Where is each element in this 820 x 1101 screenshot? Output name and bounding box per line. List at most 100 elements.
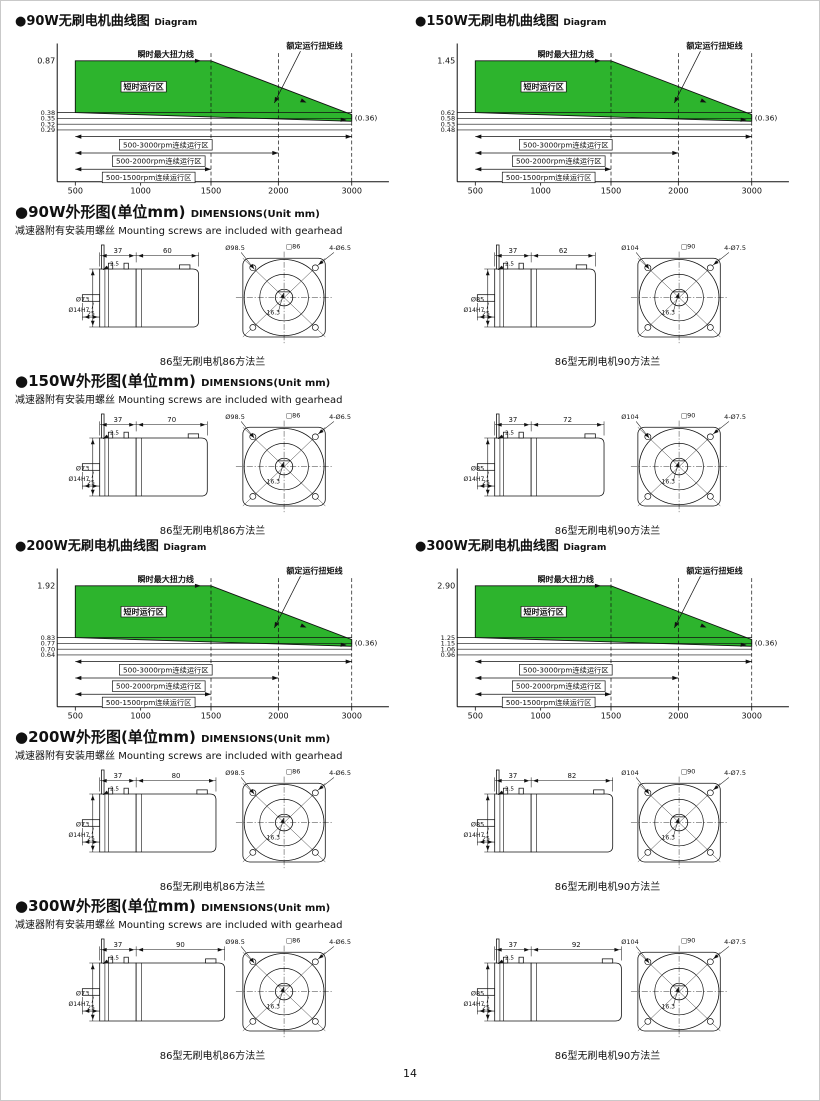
x-tick-label: 3000 <box>741 711 761 720</box>
rated-torque-line-label: 额定运行扭矩线 <box>686 41 742 51</box>
end-torque-label: (0.36) <box>355 113 378 122</box>
dim-pilot-circle-diameter: Ø104 <box>621 769 639 777</box>
drawing-caption: 86型无刷电机86方法兰 <box>159 526 266 537</box>
x-tick-label: 1500 <box>201 711 221 720</box>
short-time-region <box>474 585 753 647</box>
zone-label: 500-1500rpm连续运行区 <box>106 698 191 707</box>
rated-torque-line-label: 额定运行扭矩线 <box>286 566 342 576</box>
drawing-caption: 86型无刷电机90方法兰 <box>554 1051 661 1062</box>
page-number: 14 <box>403 1067 417 1080</box>
dim-motor-length: 90 <box>176 941 185 949</box>
dim-shaft-length: 25 <box>87 480 95 487</box>
short-time-region <box>474 60 753 122</box>
x-tick-label: 500 <box>68 711 83 720</box>
short-zone-label: 短时运行区 <box>524 81 564 91</box>
end-torque-label: (0.36) <box>755 113 778 122</box>
zone-label: 500-3000rpm连续运行区 <box>123 666 208 675</box>
dim-mounting-holes: 4-Ø6.5 <box>329 413 351 421</box>
x-tick-label: 3000 <box>341 711 361 720</box>
dim-square-flange: □90 <box>681 413 695 420</box>
drawing-caption: 86型无刷电机86方法兰 <box>159 882 266 893</box>
y-tick-label: 0.35 <box>41 115 56 123</box>
dim-section-150w: ●150W外形图(单位mm) DIMENSIONS(Unit mm) 减速器附有… <box>15 371 805 538</box>
curve-title: ●150W无刷电机曲线图 Diagram <box>415 14 607 29</box>
dim-plate-thickness: 2.5 <box>110 262 119 268</box>
dim-section-300w: ●300W外形图(单位mm) DIMENSIONS(Unit mm) 减速器附有… <box>15 896 805 1063</box>
y-tick-label: 0.48 <box>441 126 456 134</box>
x-tick-label: 3000 <box>341 186 361 195</box>
dim-section-title: ●150W外形图(单位mm) DIMENSIONS(Unit mm) <box>15 372 331 390</box>
x-tick-label: 1500 <box>201 186 221 195</box>
y-tick-label: 0.32 <box>41 121 56 129</box>
curve-title: ●200W无刷电机曲线图 Diagram <box>15 539 207 554</box>
dim-keyway-height: 16.3 <box>661 479 675 486</box>
dim-shaft-length: 25 <box>482 311 490 318</box>
curve-title: ●300W无刷电机曲线图 Diagram <box>415 539 607 554</box>
x-tick-label: 500 <box>468 711 483 720</box>
dim-pilot-circle-diameter: Ø98.5 <box>225 769 245 777</box>
zone-label: 500-2000rpm连续运行区 <box>516 682 601 691</box>
dim-section-title: ●90W外形图(单位mm) DIMENSIONS(Unit mm) <box>15 203 320 221</box>
zone-label: 500-2000rpm连续运行区 <box>116 682 201 691</box>
dim-motor-length: 70 <box>167 416 176 424</box>
dim-shaft-length: 25 <box>482 480 490 487</box>
dim-plate-thickness: 2.5 <box>505 956 514 962</box>
y-tick-label: 1.15 <box>441 640 456 648</box>
dim-motor-length: 60 <box>163 247 172 255</box>
y-tick-label: 0.64 <box>41 651 56 659</box>
drawing-caption: 86型无刷电机90方法兰 <box>554 882 661 893</box>
zone-label: 500-1500rpm连续运行区 <box>106 173 191 182</box>
dim-motor-length: 80 <box>172 772 181 780</box>
dim-section-subtitle: 减速器附有安装用螺丝 Mounting screws are included … <box>15 920 343 931</box>
short-time-region <box>74 585 353 647</box>
zone-label: 500-2000rpm连续运行区 <box>516 157 601 166</box>
rated-torque-line-label: 额定运行扭矩线 <box>686 566 742 576</box>
dim-shaft-diameter: Ø14H7 <box>463 1001 484 1008</box>
y-tick-label: 0.53 <box>441 121 456 129</box>
dim-square-flange: □90 <box>681 769 695 776</box>
dim-motor-length: 82 <box>568 772 577 780</box>
y-tick-label: 0.83 <box>41 634 56 642</box>
y-tick-peak: 0.87 <box>37 57 55 66</box>
dim-plate-thickness: 2.5 <box>110 431 119 437</box>
x-tick-label: 2000 <box>268 711 288 720</box>
x-tick-label: 500 <box>68 186 83 195</box>
dim-section-title: ●300W外形图(单位mm) DIMENSIONS(Unit mm) <box>15 897 331 915</box>
dim-mounting-holes: 4-Ø7.5 <box>724 244 746 252</box>
y-tick-label: 1.06 <box>441 646 456 654</box>
x-tick-label: 2000 <box>668 711 688 720</box>
dim-gearhead-length: 37 <box>509 416 518 424</box>
dim-gearhead-length: 37 <box>114 772 123 780</box>
dim-pilot-circle-diameter: Ø98.5 <box>225 413 245 421</box>
dim-gearhead-length: 37 <box>114 941 123 949</box>
dim-body-diameter: Ø85 <box>471 464 484 472</box>
dim-plate-thickness: 2.5 <box>505 431 514 437</box>
dim-section-subtitle: 减速器附有安装用螺丝 Mounting screws are included … <box>15 226 343 237</box>
dim-shaft-length: 25 <box>87 311 95 318</box>
dim-pilot-circle-diameter: Ø104 <box>621 244 639 252</box>
dim-square-flange: □86 <box>286 413 300 420</box>
dim-shaft-length: 25 <box>482 1005 490 1012</box>
dim-plate-thickness: 2.5 <box>110 956 119 962</box>
x-tick-label: 2000 <box>668 186 688 195</box>
short-zone-label: 短时运行区 <box>524 606 564 616</box>
dim-shaft-diameter: Ø14H7 <box>68 1001 89 1008</box>
zone-label: 500-1500rpm连续运行区 <box>506 173 591 182</box>
